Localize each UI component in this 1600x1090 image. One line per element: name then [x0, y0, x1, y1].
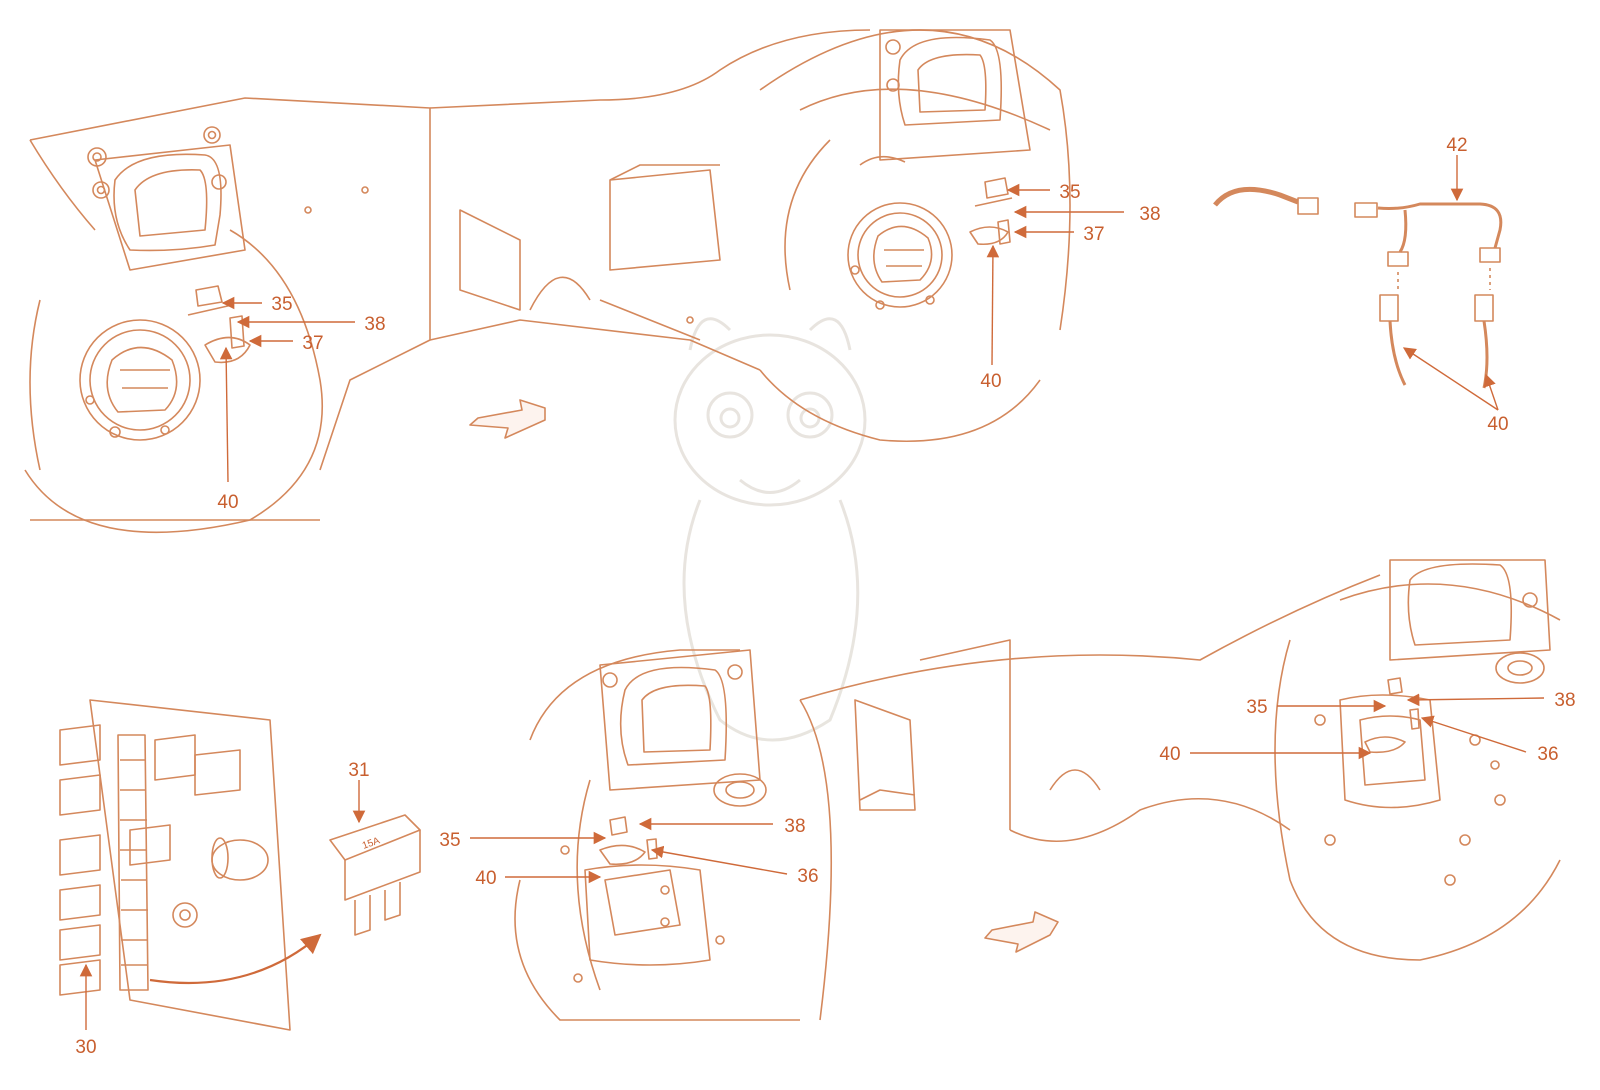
- label-35: 35: [1059, 182, 1080, 203]
- fuse-column: [117, 734, 149, 991]
- label-37: 37: [1083, 224, 1104, 245]
- label-38: 38: [784, 816, 805, 837]
- label-40: 40: [980, 371, 1001, 392]
- connector-2: [1354, 202, 1378, 218]
- view-bottom-middle: [514, 649, 916, 1021]
- view-top-middle: [759, 29, 1071, 443]
- connector-4: [1479, 247, 1501, 263]
- connector-6: [1474, 294, 1494, 322]
- connector-5: [1379, 294, 1399, 322]
- label-38: 38: [1554, 690, 1575, 711]
- connector-3: [1387, 251, 1409, 267]
- label-37: 37: [302, 333, 323, 354]
- harness-cable-left: [1213, 186, 1299, 207]
- fuse-panel-view: [59, 699, 421, 1031]
- fuse-rating-text: 15A: [361, 835, 382, 852]
- label-35: 35: [271, 294, 292, 315]
- label-40: 40: [1487, 414, 1508, 435]
- label-40: 40: [1159, 744, 1180, 765]
- label-31: 31: [348, 760, 369, 781]
- install-arrow: [149, 933, 322, 985]
- label-38: 38: [364, 314, 385, 335]
- relay-board: [89, 699, 291, 1031]
- label-36: 36: [797, 866, 818, 887]
- label-40: 40: [475, 868, 496, 889]
- dragon-watermark-icon: [673, 317, 867, 742]
- label-42: 42: [1446, 135, 1467, 156]
- harness-main: [1377, 202, 1503, 249]
- arrow-icon: [469, 399, 546, 439]
- label-38: 38: [1139, 204, 1160, 225]
- leader-lines: [79, 155, 1545, 1030]
- connector-1: [1297, 197, 1319, 215]
- label-35: 35: [439, 830, 460, 851]
- arrow-icon: [984, 911, 1059, 953]
- label-35: 35: [1246, 697, 1267, 718]
- chassis-top-center: [304, 29, 871, 371]
- label-40: 40: [217, 492, 238, 513]
- view-bottom-right: [799, 559, 1561, 961]
- harness-view: [1213, 186, 1503, 389]
- label-36: 36: [1537, 744, 1558, 765]
- part-labels: 35 38 37 40 35 38 37 40 42 40 31 30 35 3…: [75, 135, 1575, 1058]
- label-30: 30: [75, 1037, 96, 1058]
